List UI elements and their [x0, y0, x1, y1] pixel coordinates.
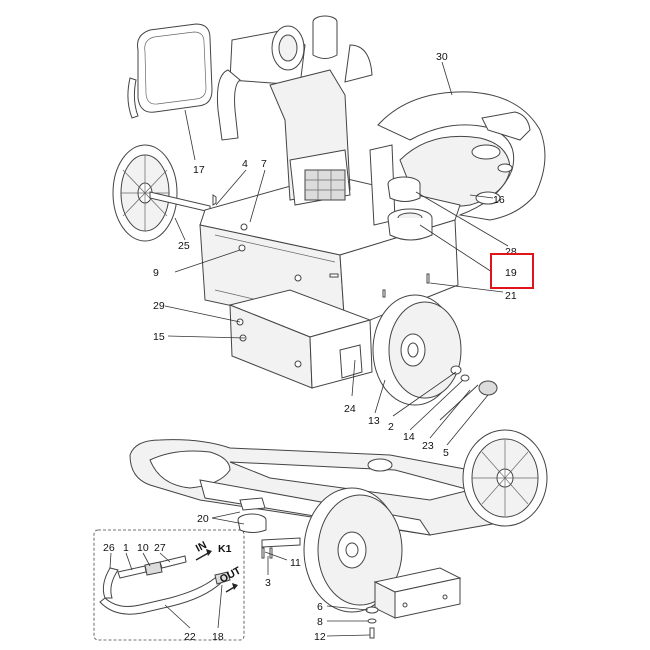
callout-in: IN: [194, 539, 209, 555]
in-arrow: [195, 549, 212, 561]
bottom-box: [373, 567, 462, 619]
callout-8: 8: [317, 616, 323, 628]
callout-k1: K1: [218, 543, 232, 555]
nozzle-fittings: [237, 497, 301, 559]
callout-19: 19: [505, 267, 517, 279]
callout-7: 7: [261, 158, 267, 170]
k1-detail: [93, 529, 245, 641]
callout-10: 10: [137, 542, 149, 554]
callout-17: 17: [193, 164, 205, 176]
callout-22: 22: [184, 631, 196, 643]
callout-27: 27: [154, 542, 166, 554]
callout-12: 12: [314, 631, 326, 643]
callout-20: 20: [197, 513, 209, 525]
bottom-right-wheel: [462, 429, 548, 527]
callout-5: 5: [443, 447, 449, 459]
callout-26: 26: [103, 542, 115, 554]
callout-16: 16: [493, 194, 505, 206]
screws: [212, 194, 430, 298]
bottom-assembly: [129, 429, 548, 639]
fasteners: [365, 606, 379, 639]
callout-23: 23: [422, 440, 434, 452]
handle-grip: [127, 23, 213, 119]
callout-24: 24: [344, 403, 356, 415]
callout-labels: 4 7 17 30 16 25 28 9 19 21 29 15 24 13 2…: [103, 51, 517, 643]
callout-11: 11: [290, 557, 301, 569]
bottom-front-wheel: [303, 487, 403, 613]
out-arrow: [225, 583, 238, 593]
callout-4: 4: [242, 158, 248, 170]
callout-2: 2: [388, 421, 394, 433]
callout-29: 29: [153, 300, 165, 312]
callout-3: 3: [265, 577, 271, 589]
callout-15: 15: [153, 331, 165, 343]
callout-28: 28: [505, 246, 517, 258]
callout-30: 30: [436, 51, 448, 63]
rear-cover: [377, 91, 546, 221]
motor-box: [228, 289, 373, 389]
callout-14: 14: [403, 431, 415, 443]
callout-18: 18: [212, 631, 224, 643]
left-wheel: [112, 144, 211, 242]
callout-25: 25: [178, 240, 190, 252]
leader-lines: [109, 61, 509, 637]
callout-1: 1: [123, 542, 129, 554]
callout-13: 13: [368, 415, 380, 427]
highlight-box-19: [490, 253, 534, 289]
callout-21: 21: [505, 290, 517, 302]
filter-grid: [304, 169, 346, 201]
callout-out: OUT: [218, 564, 244, 585]
top-assembly: [112, 15, 546, 421]
right-wheel: [372, 294, 462, 406]
callout-9: 9: [153, 267, 159, 279]
callout-6: 6: [317, 601, 323, 613]
